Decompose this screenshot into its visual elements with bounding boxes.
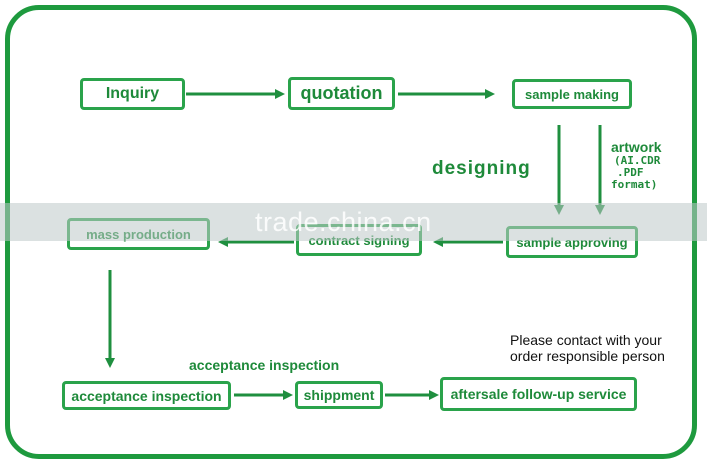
node-inquiry: Inquiry [80, 78, 185, 110]
label-artwork: artwork [611, 139, 662, 155]
label-artwork-format-2: .PDF [617, 166, 644, 179]
label-contact-line-2: order responsible person [510, 348, 665, 364]
node-sample-making: sample making [512, 79, 632, 109]
node-quotation: quotation [288, 77, 395, 110]
node-aftersale: aftersale follow-up service [440, 377, 637, 411]
label-artwork-format-1: (AI.CDR [614, 154, 661, 167]
node-shippment: shippment [295, 381, 383, 409]
watermark-text: trade.china.cn [255, 207, 432, 237]
watermark-band [0, 203, 707, 241]
node-acceptance-inspection: acceptance inspection [62, 381, 231, 410]
label-contact-line-1: Please contact with your [510, 332, 662, 348]
label-designing: designing [432, 158, 531, 179]
label-artwork-format-3: format) [611, 178, 658, 191]
label-acceptance-inspection: acceptance inspection [189, 357, 340, 373]
